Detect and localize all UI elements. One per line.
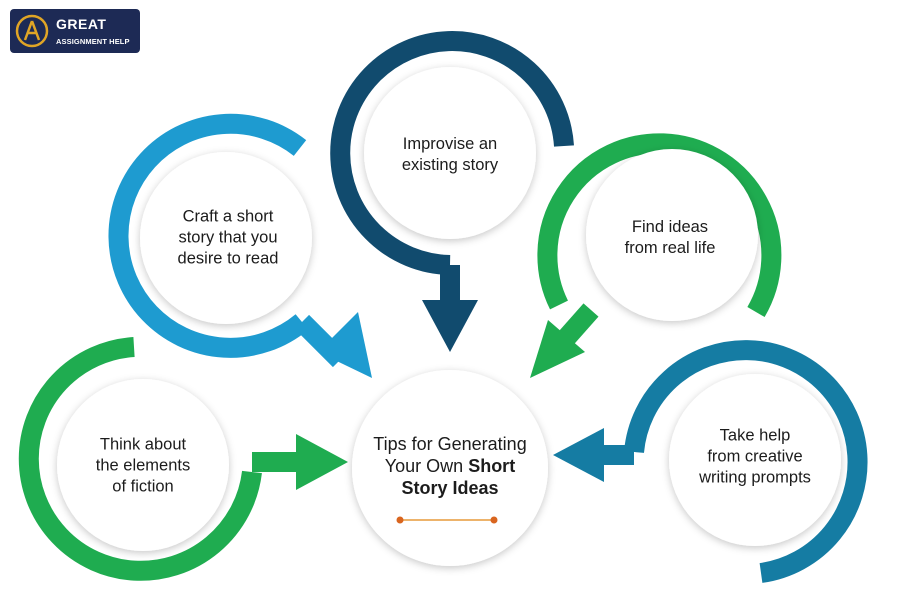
ring-arc-real-life — [537, 133, 782, 318]
center-title-line-2-regular: Your Own — [384, 456, 469, 476]
tip-fiction-line: of fiction — [112, 477, 174, 496]
tip-improvise: Improvise an existing story — [350, 134, 550, 176]
tip-prompts: Take help from creative writing prompts — [655, 426, 855, 489]
tip-real-life-line: Find ideas — [631, 218, 709, 236]
tip-improvise-line: existing story — [401, 156, 499, 174]
tip-prompts-line: from creative — [707, 447, 803, 466]
tip-fiction: Think about the elements of fiction — [43, 435, 243, 498]
center-divider-dot-right — [490, 516, 498, 524]
tip-real-life: Find ideas from real life — [570, 217, 770, 259]
arrowhead-fiction — [296, 434, 348, 490]
tip-prompts-line: Take help — [719, 426, 791, 445]
arrowhead-improvise — [422, 300, 478, 352]
arrowhead-craft — [318, 312, 372, 378]
tip-fiction-line: the elements — [95, 456, 191, 475]
circle-fiction — [57, 379, 229, 551]
tip-real-life-line: from real life — [624, 239, 716, 257]
circle-craft — [140, 152, 312, 324]
ring-arc-fiction — [18, 337, 262, 581]
circle-improvise — [364, 67, 536, 239]
center-divider-dot-left — [396, 516, 404, 524]
center-title-line-1: Tips for Generating — [373, 434, 527, 454]
center-title: Tips for Generating Your Own Short Story… — [355, 433, 545, 499]
circle-prompts — [669, 374, 841, 546]
ring-arc-improvise — [330, 31, 574, 275]
circle-real-life — [586, 149, 758, 321]
arrowhead-real-life — [530, 320, 585, 378]
center-title-line-3-bold: Story Ideas — [401, 478, 499, 498]
tip-prompts-line: writing prompts — [699, 468, 811, 487]
tip-improvise-line: Improvise an — [402, 135, 498, 153]
center-title-line-2-bold: Short — [468, 456, 516, 476]
tip-craft-line: desire to read — [177, 249, 279, 268]
brand-monogram-icon — [15, 14, 49, 48]
tip-fiction-line: Think about — [99, 435, 187, 454]
tip-craft: Craft a short story that you desire to r… — [128, 207, 328, 270]
brand-subtitle: ASSIGNMENT HELP — [56, 37, 130, 46]
brand-title: GREAT — [56, 16, 107, 32]
center-title-line-3: Story Ideas — [355, 477, 545, 499]
ring-arc-craft — [108, 113, 309, 358]
arrowhead-prompts — [553, 428, 604, 482]
center-title-line-2: Your Own Short — [355, 455, 545, 477]
brand-logo: GREAT ASSIGNMENT HELP — [10, 9, 140, 53]
ring-arc-prompts — [624, 340, 868, 583]
tip-craft-line: Craft a short — [182, 207, 274, 226]
tip-craft-line: story that you — [178, 228, 278, 247]
